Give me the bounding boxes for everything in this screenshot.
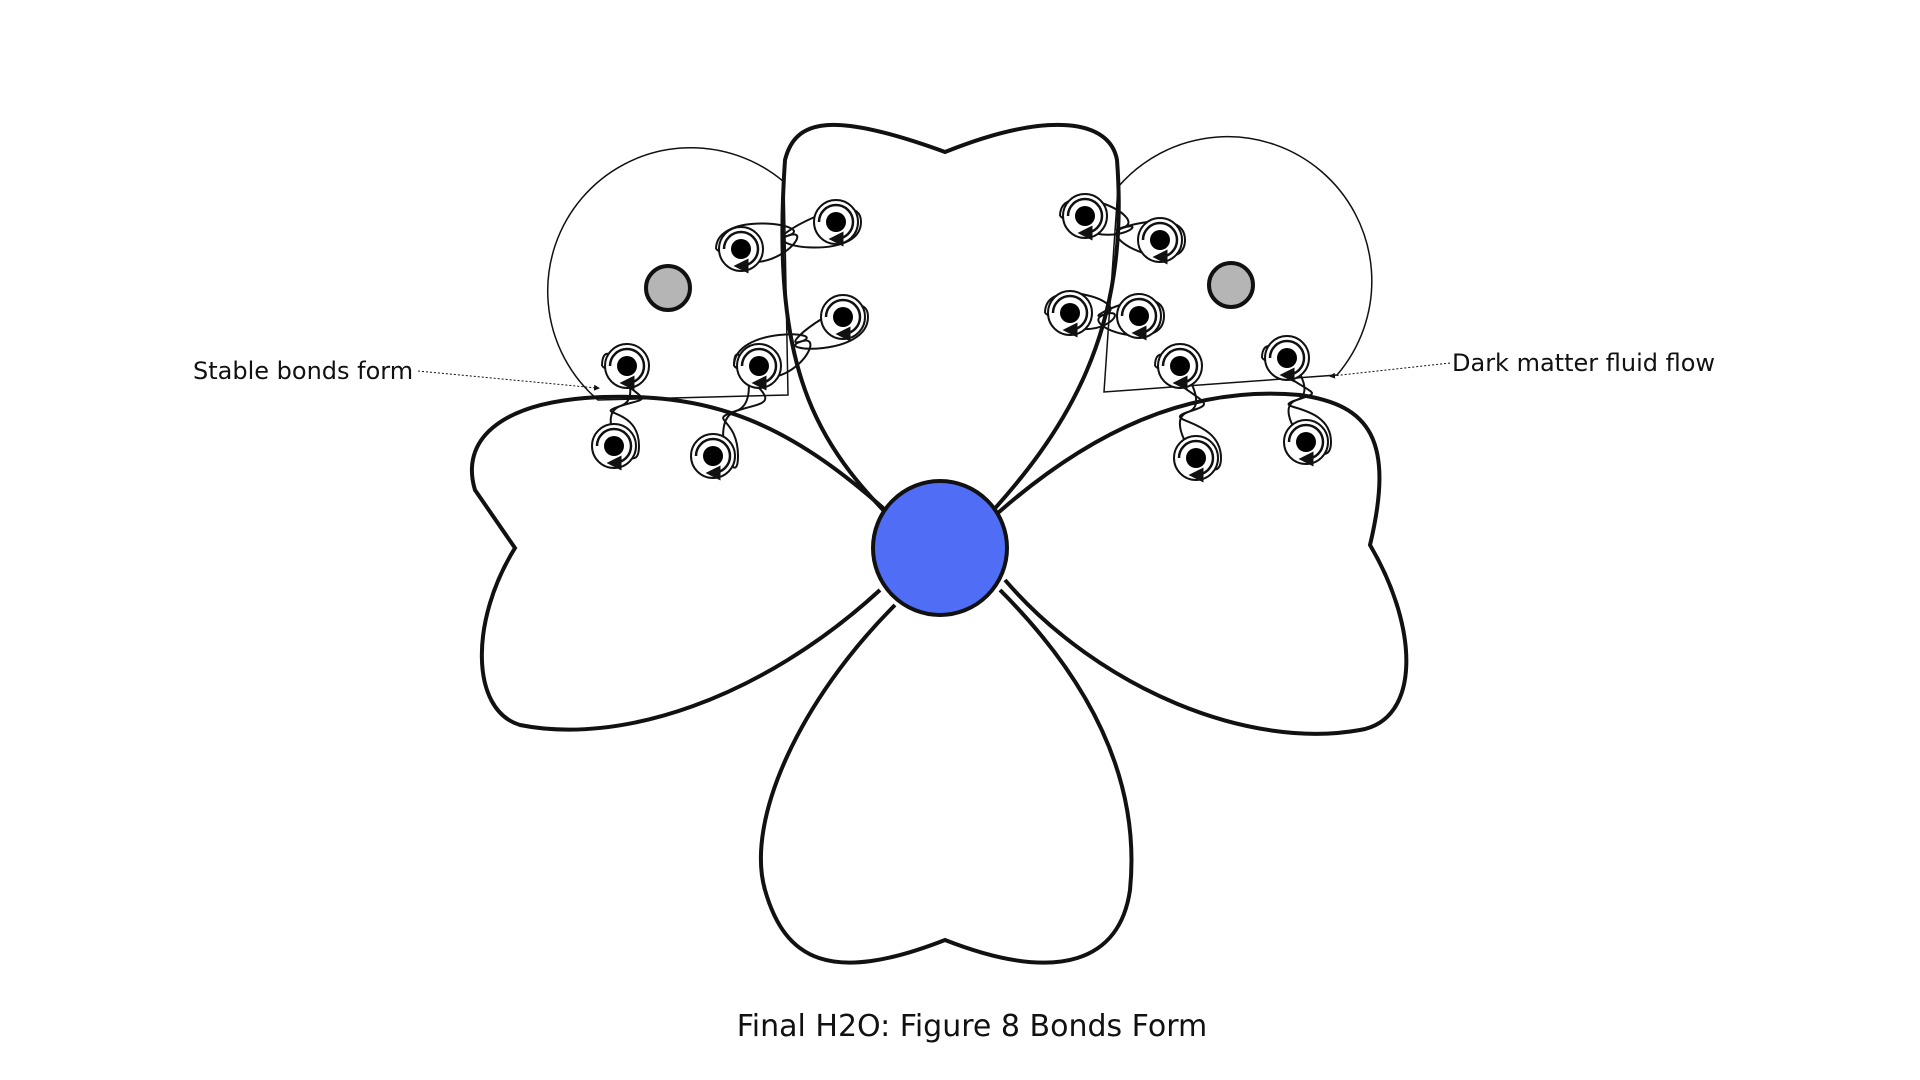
left-hydrogen-orbit	[547, 147, 789, 401]
oxygen-atom	[871, 479, 1009, 617]
stable-bonds-label: Stable bonds form	[193, 357, 413, 385]
left-hydrogen-atom	[644, 264, 692, 312]
electron	[1116, 293, 1162, 341]
electron	[690, 433, 736, 481]
figure-8-bonds	[591, 193, 1333, 483]
figure-8-loop	[715, 207, 863, 264]
electron	[1283, 419, 1329, 467]
electron	[1157, 343, 1203, 391]
electron	[736, 343, 782, 391]
dark-matter-label: Dark matter fluid flow	[1452, 349, 1715, 377]
top-lobe	[780, 122, 1121, 539]
left-leader-line	[417, 370, 600, 391]
electron	[604, 343, 650, 391]
figure-8-loop	[1044, 292, 1166, 337]
electron	[1062, 193, 1108, 241]
right-lobe	[988, 391, 1409, 736]
bottom-lobe	[758, 588, 1134, 965]
electron	[813, 199, 859, 247]
electron	[1047, 290, 1093, 338]
electron	[820, 294, 866, 342]
right-leader-line	[1329, 362, 1451, 379]
electron	[718, 226, 764, 274]
electron	[591, 423, 637, 471]
figure-caption: Final H2O: Figure 8 Bonds Form	[737, 1009, 1208, 1044]
electron	[1173, 435, 1219, 483]
right-hydrogen-orbit	[1103, 135, 1373, 393]
electron	[1137, 217, 1183, 265]
electron	[1264, 335, 1310, 383]
right-hydrogen-atom	[1207, 261, 1255, 309]
left-lobe	[469, 394, 907, 732]
figure-8-loop	[1059, 198, 1187, 258]
figure-8-loop	[733, 304, 870, 379]
